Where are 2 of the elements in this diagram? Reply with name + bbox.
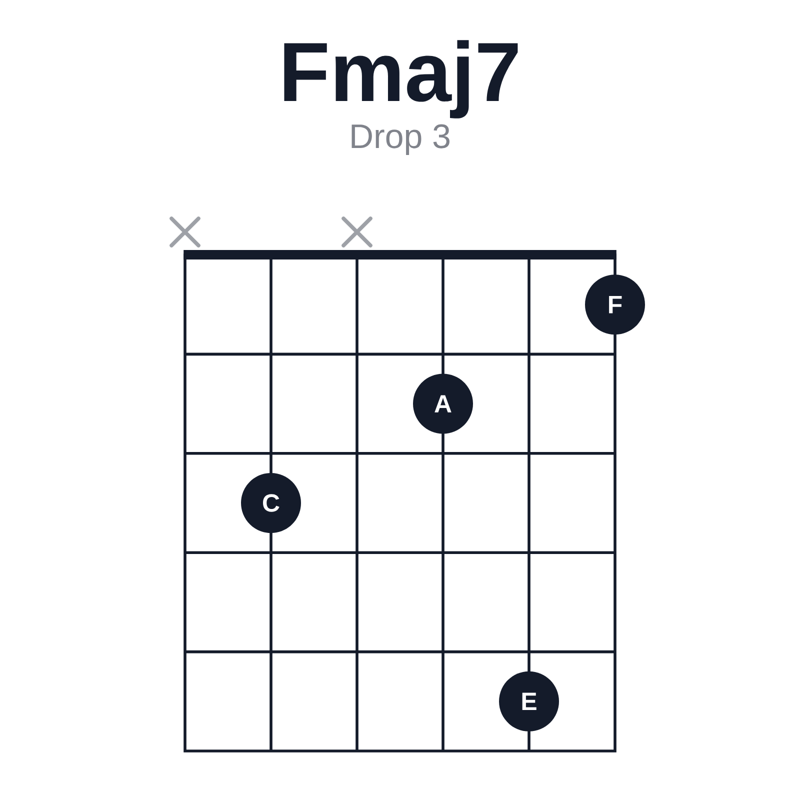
title: Fmaj7 — [284, 40, 518, 118]
subtitle: Drop 3 — [352, 124, 450, 156]
